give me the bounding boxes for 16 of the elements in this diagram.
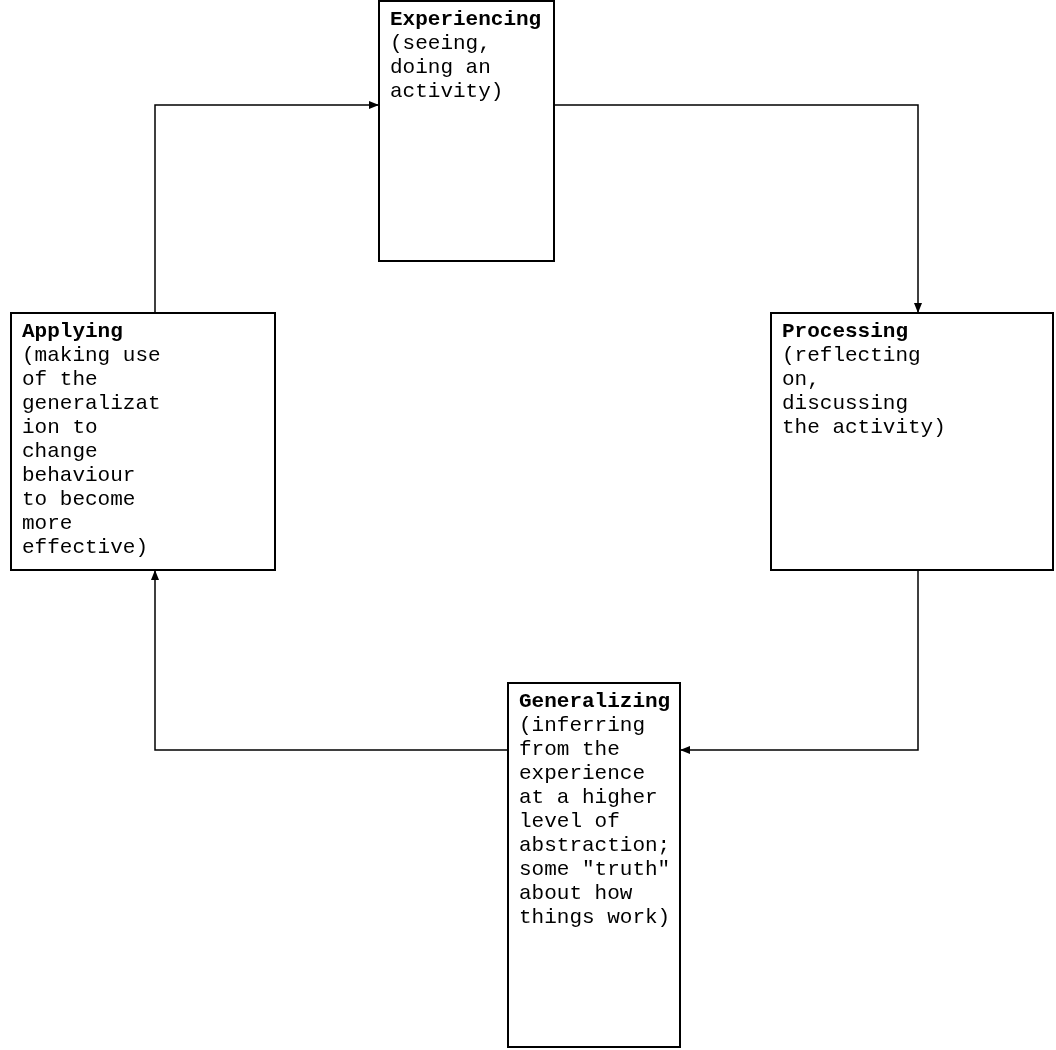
arrow [554, 104, 922, 313]
step-box [770, 312, 1054, 571]
step-title: Experiencing [390, 8, 542, 32]
arrow [680, 570, 919, 754]
step-description: (seeing, doing an activity) [390, 32, 505, 104]
arrow [154, 101, 379, 313]
step-box [378, 0, 555, 262]
arrow [151, 570, 508, 751]
step-description: (making use of the generalization to change behaviour to become more effective) [22, 344, 161, 560]
step-title: Generalizing [519, 690, 671, 714]
step-title: Applying [22, 320, 124, 344]
step-box [507, 682, 681, 1048]
step-description: (reflecting on, discussing the activity) [782, 344, 946, 440]
step-title: Processing [782, 320, 910, 344]
step-description: (inferring from the experience at a higher level of abstraction; some "truth" about how things work) [519, 714, 671, 930]
step-box [10, 312, 276, 571]
